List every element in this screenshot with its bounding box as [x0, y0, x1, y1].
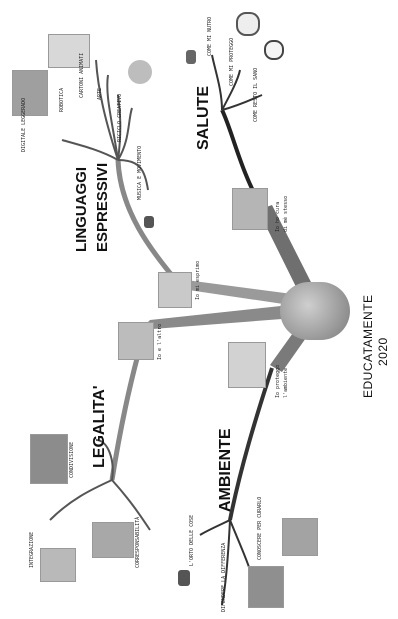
figure-icon	[144, 216, 154, 228]
photo-other	[118, 322, 154, 360]
item-robotica: ROBOTICA	[59, 87, 65, 112]
photo-legal-3	[40, 548, 76, 582]
item-conoscere: CONOSCERE PER CURARLO	[257, 496, 263, 560]
caption-self-care: Io ho cura di mè stesso	[275, 195, 289, 232]
photo-ambiente-2	[248, 566, 284, 608]
no-sign-icon	[264, 40, 284, 60]
trunk-salute	[258, 205, 320, 305]
caption-other: Io e l'altro	[157, 323, 163, 360]
item-arte: ARTE	[97, 87, 103, 100]
item-corresponsabilita: CORRESPONSABILITÀ	[135, 516, 141, 568]
person-icon	[186, 50, 196, 64]
photo-environment	[228, 342, 266, 388]
photo-expression	[158, 272, 192, 308]
item-integrazione: INTEGRAZIONE	[29, 531, 35, 568]
photo-legal-2	[92, 522, 134, 558]
trunk-linguaggi	[175, 280, 300, 305]
caption-expression: Io mi esprimo	[195, 260, 201, 300]
caption-environment: Io proteggo l'ambiente	[275, 364, 289, 398]
branch-label-ambiente: AMBIENTE	[217, 428, 234, 512]
branch-label-linguaggi: LINGUAGGI ESPRESSIVI	[73, 162, 111, 252]
item-condivisione: CONDIVISIONE	[69, 441, 75, 478]
photo-art	[128, 60, 152, 84]
photo-digital	[12, 70, 48, 116]
item-proteggo: COME MI PROTEGGO	[229, 37, 235, 86]
item-differenza: DIFENDERE LA DIFFERENZA	[221, 542, 227, 612]
item-nutro: COME MI NUTRO	[207, 16, 213, 56]
stem-ambiente	[228, 367, 274, 521]
trunk-legalita	[140, 305, 295, 330]
photo-ambiente-1	[282, 518, 318, 556]
child-icon	[178, 570, 190, 586]
branch-label-legalita: LEGALITA'	[91, 385, 108, 468]
photo-cartoon	[48, 34, 90, 68]
item-digitale: DIGITALE LEGGERADO	[21, 97, 27, 152]
item-sano: COME RESTO IL SANO	[253, 67, 259, 122]
photo-self-care	[232, 188, 268, 230]
item-musica: MUSICA E MOVIMENTO	[137, 145, 143, 200]
item-orto: L'ORTO DELLE COSE	[189, 514, 195, 566]
photo-legal-1	[30, 434, 68, 484]
food-icon	[236, 12, 260, 36]
item-riciclo: RICICLO CREATIVO	[117, 93, 123, 142]
page-title: EDUCATAMENTE 2020	[361, 294, 390, 398]
branch-label-salute: SALUTE	[195, 86, 212, 150]
central-brain-image	[280, 282, 350, 340]
item-cartoni: CARTONI ANIMATI	[79, 52, 85, 98]
